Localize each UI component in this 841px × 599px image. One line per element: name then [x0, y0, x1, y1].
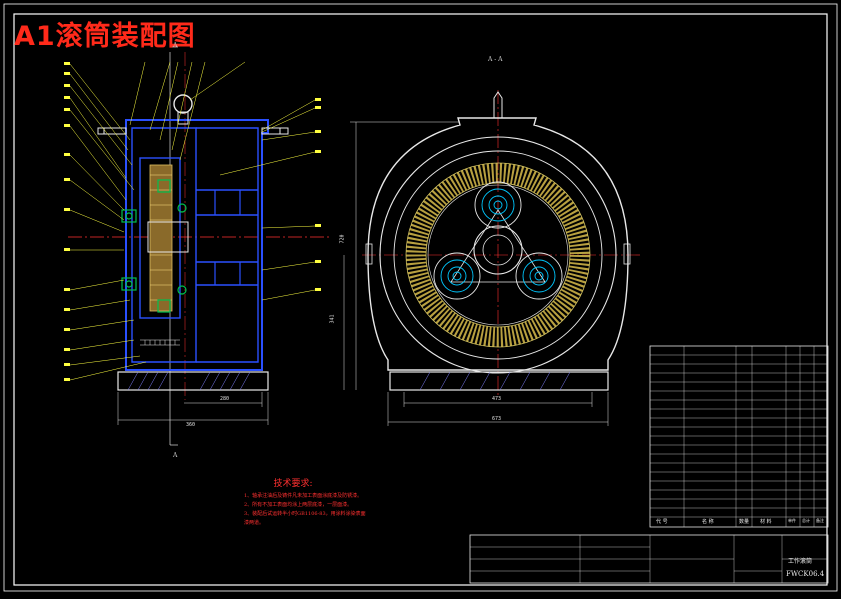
- dim-front-width: 360: [186, 422, 196, 428]
- section-mark-bottom: A: [173, 452, 178, 459]
- dim-side-lower: 341: [329, 314, 336, 324]
- dim-side-height: 720: [339, 234, 346, 244]
- dim-front-inner: 280: [220, 396, 230, 402]
- parts-header-qty: 数量: [739, 519, 750, 525]
- drawing-name: 工作滚筒: [788, 558, 813, 565]
- side-view-a-a: [343, 90, 640, 426]
- tech-requirements-title: 技术要求:: [273, 479, 313, 489]
- side-housing: [367, 117, 629, 371]
- front-section-view: [64, 46, 330, 446]
- sun-gear: [473, 225, 523, 275]
- parts-header-name: 名 称: [702, 519, 714, 525]
- inner-border: [13, 13, 828, 586]
- parts-header-remark: 备注: [816, 518, 824, 523]
- shaft-section: [147, 221, 189, 253]
- tech-requirement-4: 漆两道。: [244, 520, 265, 526]
- section-mark-top: A: [173, 42, 178, 49]
- bearing-top: [121, 209, 137, 223]
- parts-header-unit: 单件: [788, 518, 796, 523]
- parts-list-table: [469, 345, 829, 584]
- section-view-label: A - A: [488, 56, 503, 63]
- parts-header-code: 代 号: [656, 519, 668, 525]
- parts-header-total: 总计: [802, 518, 810, 523]
- gear-hatch: [149, 164, 173, 312]
- gear-block: [139, 157, 181, 319]
- dim-side-outer-width: 673: [492, 416, 502, 422]
- ring-gear: [406, 163, 590, 347]
- planet-gears: [433, 181, 563, 300]
- bearing-bottom: [121, 277, 137, 291]
- tech-requirement-2: 2、所有不加工表面均涂上两层底漆，一层面漆。: [244, 502, 353, 508]
- dim-side-inner-width: 473: [492, 396, 502, 402]
- side-base: [389, 371, 609, 391]
- tech-requirement-3: 3、装配后试运转半小时GB1106-83，用涂料涂染表面: [244, 511, 366, 517]
- bolts: [97, 127, 289, 135]
- drawing-number: FWCK06.4: [786, 570, 825, 578]
- parts-header-material: 材 料: [760, 519, 772, 525]
- lifting-eye: [173, 94, 193, 114]
- base-plate: [117, 371, 269, 391]
- outer-border: [3, 3, 838, 592]
- drawing-title: A1滚筒装配图: [14, 21, 196, 52]
- tech-requirement-1: 1、轴承注油后及铸件凡未加工表面涂底漆及防锈漆。: [244, 493, 363, 499]
